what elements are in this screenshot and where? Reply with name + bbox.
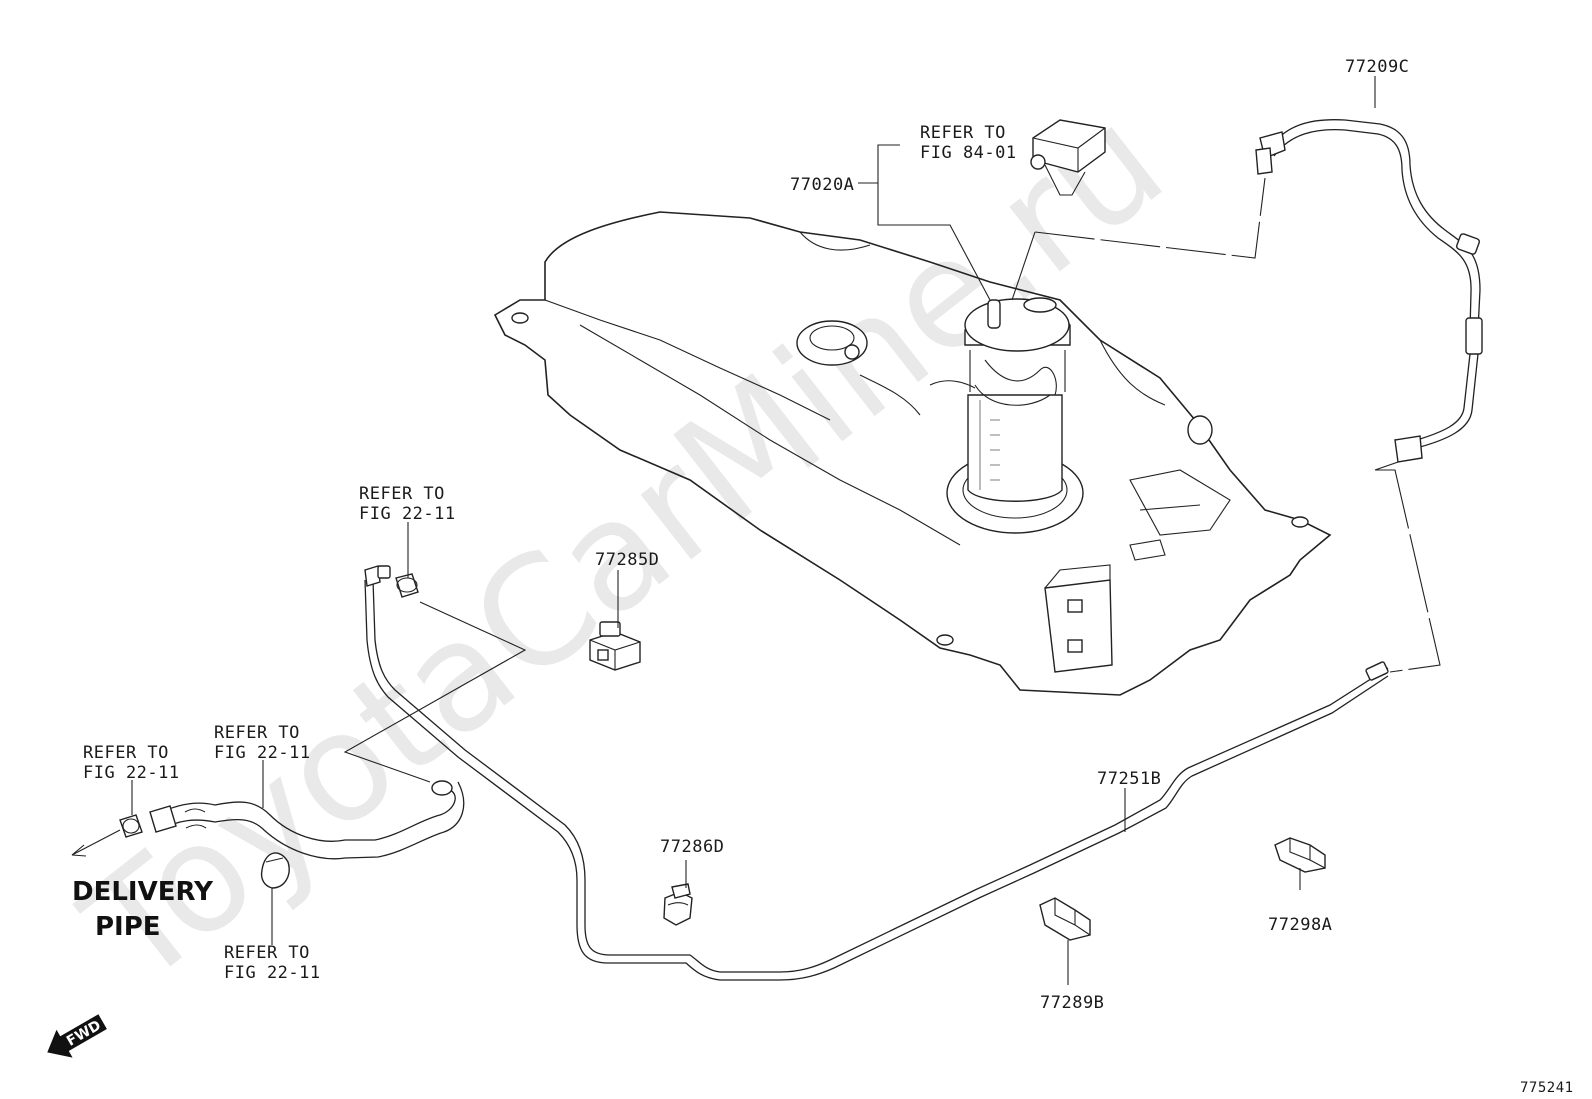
ref-fig22-left-line1: REFER TO bbox=[83, 743, 169, 763]
fuel-pump-assembly bbox=[929, 297, 1084, 534]
clip-77289B bbox=[1039, 897, 1091, 941]
ref-fig22-mid-line1: REFER TO bbox=[214, 723, 300, 743]
delivery-hose bbox=[119, 780, 465, 860]
ref-fig84-line2: FIG 84-01 bbox=[920, 143, 1017, 163]
part-label-77298A: 77298A bbox=[1268, 915, 1332, 935]
fuel-main-line bbox=[364, 565, 1389, 981]
clip-77285D bbox=[589, 621, 641, 671]
ref-fig22-mid-line2: FIG 22-11 bbox=[214, 743, 311, 763]
fwd-arrow-icon: FWD bbox=[47, 1014, 107, 1058]
delivery-pipe-label-line1: DELIVERY bbox=[72, 877, 214, 907]
part-label-77251B: 77251B bbox=[1097, 769, 1161, 789]
ref-fig22-top-line2: FIG 22-11 bbox=[359, 504, 456, 524]
ref-fig22-bottom-line1: REFER TO bbox=[224, 943, 310, 963]
ref-fig84-line1: REFER TO bbox=[920, 123, 1006, 143]
figure-number: 775241 bbox=[1520, 1080, 1574, 1096]
fuel-tank bbox=[493, 211, 1332, 696]
fwd-label: FWD bbox=[64, 1017, 104, 1049]
ref-fig22-bottom-line2: FIG 22-11 bbox=[224, 963, 321, 983]
ref-fig22-left-line2: FIG 22-11 bbox=[83, 763, 180, 783]
delivery-direction-arrow bbox=[71, 829, 121, 857]
part-label-77289B: 77289B bbox=[1040, 993, 1104, 1013]
part-label-77209C: 77209C bbox=[1345, 57, 1409, 77]
hose-clamp-top bbox=[395, 573, 419, 598]
delivery-pipe-label-line2: PIPE bbox=[95, 912, 161, 942]
part-label-77285D: 77285D bbox=[595, 550, 659, 570]
clip-77298A bbox=[1274, 837, 1326, 873]
ref-fig22-top-line1: REFER TO bbox=[359, 484, 445, 504]
fuel-sender-gauge bbox=[1030, 119, 1106, 196]
part-label-77020A: 77020A bbox=[790, 175, 854, 195]
part-label-77286D: 77286D bbox=[660, 837, 724, 857]
grommet-bottom bbox=[260, 852, 290, 889]
vapor-tube bbox=[1255, 119, 1483, 463]
leader-lines bbox=[131, 76, 1441, 985]
clip-77286D bbox=[663, 883, 693, 926]
